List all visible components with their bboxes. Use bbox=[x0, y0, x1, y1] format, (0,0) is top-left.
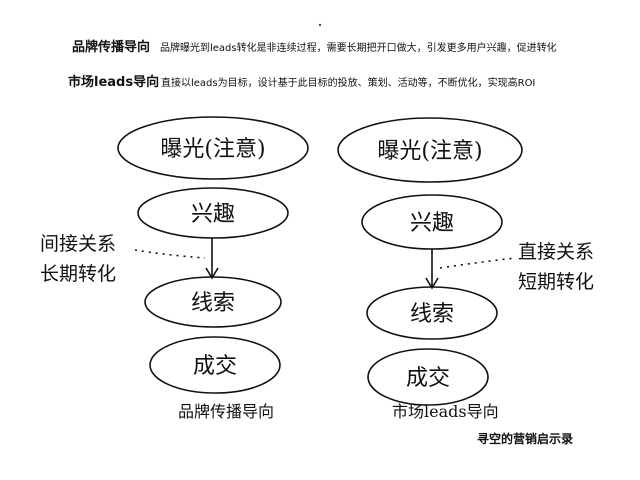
left-stage-1: 曝光(注意) bbox=[160, 137, 265, 162]
left-stage-ellipse-4 bbox=[149, 336, 281, 394]
left-stage-2: 兴趣 bbox=[191, 202, 235, 227]
left-stage-3: 线索 bbox=[191, 291, 235, 316]
row1-title: 品牌传播导向 bbox=[72, 40, 151, 55]
right-stage-ellipse-1 bbox=[337, 117, 523, 183]
left-dotted-line bbox=[134, 249, 206, 259]
left-stage-4: 成交 bbox=[193, 354, 237, 379]
right-dotted-line bbox=[439, 257, 516, 269]
caption: 寻空的营销启示录 bbox=[477, 432, 574, 446]
right-stage-4: 成交 bbox=[406, 366, 450, 391]
left-arrow bbox=[205, 238, 219, 280]
right-stage-2: 兴趣 bbox=[410, 211, 454, 236]
right-stage-ellipse-4 bbox=[367, 348, 489, 406]
right-note-2: 短期转化 bbox=[518, 271, 594, 293]
row1-desc: 品牌曝光到leads转化是非连续过程，需要长期把开口做大，引发更多用户兴趣，促进… bbox=[160, 43, 557, 54]
left-label: 品牌传播导向 bbox=[178, 402, 274, 421]
left-note-1: 间接关系 bbox=[40, 233, 116, 255]
right-label: 市场leads导向 bbox=[392, 402, 499, 421]
right-stage-3: 线索 bbox=[410, 302, 454, 327]
right-note-1: 直接关系 bbox=[518, 241, 594, 263]
row2-title: 市场leads导向 bbox=[68, 75, 160, 90]
right-arrow bbox=[425, 249, 439, 290]
left-stage-ellipse-2 bbox=[137, 187, 289, 239]
left-stage-ellipse-1 bbox=[117, 116, 309, 180]
dot bbox=[318, 23, 322, 27]
row2-desc: 直接以leads为目标，设计基于此目标的投放、策划、活动等，不断优化，实现高RO… bbox=[161, 78, 536, 89]
left-note-2: 长期转化 bbox=[40, 263, 116, 285]
right-stage-1: 曝光(注意) bbox=[377, 139, 482, 164]
